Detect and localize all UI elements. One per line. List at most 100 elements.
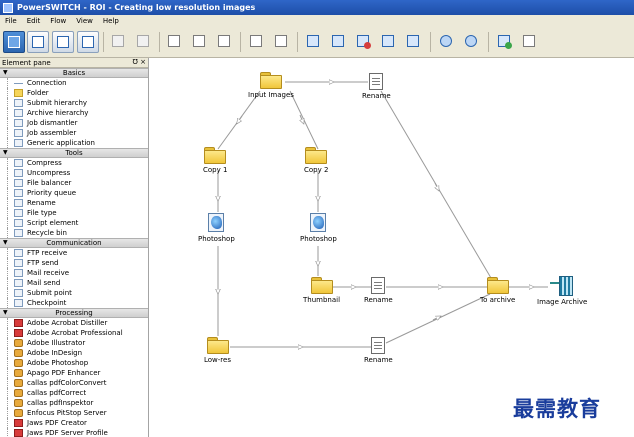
chart-view-button[interactable] [52, 31, 74, 53]
element-item-mail-send[interactable]: Mail send [0, 278, 148, 288]
flow-canvas[interactable]: Input Images Rename Copy 1 Copy 2 Photos… [150, 58, 634, 437]
menu-flow[interactable]: Flow [50, 17, 67, 25]
element-item-compress[interactable]: Compress [0, 158, 148, 168]
group-header-communication[interactable]: ▼Communication [0, 238, 148, 248]
flow-node-input-images[interactable]: Input Images [248, 72, 294, 99]
flow-view-button[interactable] [3, 31, 25, 53]
element-item-enfocus-pitstop-server[interactable]: Enfocus PitStop Server [0, 408, 148, 418]
copy-button[interactable] [164, 31, 186, 53]
element-item-generic-application[interactable]: Generic application [0, 138, 148, 148]
move-up-button[interactable] [436, 31, 458, 53]
import-flow-icon [382, 35, 394, 47]
ftp-receive-icon [14, 249, 23, 257]
list-view-button[interactable] [27, 31, 49, 53]
pane-controls[interactable]: Ʊ × [132, 58, 146, 66]
connection-line[interactable] [289, 90, 319, 150]
remove-flow-button[interactable] [353, 31, 375, 53]
element-item-label: Job dismantler [27, 119, 78, 127]
connection-arrow [432, 317, 439, 320]
collapse-arrow-icon[interactable]: ▼ [3, 69, 8, 76]
element-item-file-type[interactable]: File type [0, 208, 148, 218]
element-item-mail-receive[interactable]: Mail receive [0, 268, 148, 278]
move-down-button[interactable] [461, 31, 483, 53]
menu-file[interactable]: File [5, 17, 17, 25]
element-item-callas-pdfinspektor[interactable]: callas pdfInspektor [0, 398, 148, 408]
element-item-label: Archive hierarchy [27, 109, 89, 117]
flow-node-copy-1[interactable]: Copy 1 [203, 147, 227, 174]
jaws-profile-icon [14, 429, 23, 437]
new-flow-button[interactable] [303, 31, 325, 53]
element-item-submit-point[interactable]: Submit point [0, 288, 148, 298]
group-header-processing[interactable]: ▼Processing [0, 308, 148, 318]
element-item-checkpoint[interactable]: Checkpoint [0, 298, 148, 308]
photoshop-icon [14, 359, 23, 367]
folder-icon [486, 277, 509, 294]
element-item-label: Folder [27, 89, 49, 97]
menu-help[interactable]: Help [102, 17, 119, 25]
redo-button[interactable] [133, 31, 155, 53]
flow-node-thumbnail[interactable]: Thumbnail [303, 277, 340, 304]
element-item-adobe-acrobat-professional[interactable]: Adobe Acrobat Professional [0, 328, 148, 338]
activate-flow-button[interactable] [494, 31, 516, 53]
users-view-button[interactable] [77, 31, 99, 53]
element-item-priority-queue[interactable]: Priority queue [0, 188, 148, 198]
element-item-adobe-indesign[interactable]: Adobe InDesign [0, 348, 148, 358]
export-button[interactable] [271, 31, 293, 53]
element-item-rename[interactable]: Rename [0, 198, 148, 208]
node-label: Input Images [248, 91, 294, 99]
element-item-file-balancer[interactable]: File balancer [0, 178, 148, 188]
element-item-apago-pdf-enhancer[interactable]: Apago PDF Enhancer [0, 368, 148, 378]
flow-node-rename-2[interactable]: Rename [364, 277, 393, 304]
stop-flow-button[interactable] [519, 31, 541, 53]
delete-button[interactable] [214, 31, 236, 53]
element-item-ftp-send[interactable]: FTP send [0, 258, 148, 268]
collapse-arrow-icon[interactable]: ▼ [3, 239, 8, 246]
flow-node-to-archive[interactable]: To archive [480, 277, 515, 304]
element-item-uncompress[interactable]: Uncompress [0, 168, 148, 178]
callas-colorconvert-icon [14, 379, 23, 387]
export-flow-button[interactable] [403, 31, 425, 53]
flow-node-image-archive[interactable]: Image Archive [537, 276, 587, 306]
element-item-ftp-receive[interactable]: FTP receive [0, 248, 148, 258]
node-label: Copy 1 [203, 166, 228, 174]
group-header-tools[interactable]: ▼Tools [0, 148, 148, 158]
element-item-job-assembler[interactable]: Job assembler [0, 128, 148, 138]
element-item-callas-pdfcolorconvert[interactable]: callas pdfColorConvert [0, 378, 148, 388]
group-header-basics[interactable]: ▼Basics [0, 68, 148, 78]
paste-button[interactable] [189, 31, 211, 53]
element-item-callas-pdfcorrect[interactable]: callas pdfCorrect [0, 388, 148, 398]
element-item-label: Apago PDF Enhancer [27, 369, 101, 377]
duplicate-flow-button[interactable] [328, 31, 350, 53]
element-item-job-dismantler[interactable]: Job dismantler [0, 118, 148, 128]
rename-icon [371, 337, 386, 354]
stop-flow-icon [523, 35, 535, 47]
element-item-jaws-pdf-server-profile[interactable]: Jaws PDF Server Profile [0, 428, 148, 437]
collapse-arrow-icon[interactable]: ▼ [3, 149, 8, 156]
collapse-arrow-icon[interactable]: ▼ [3, 309, 8, 316]
element-item-adobe-photoshop[interactable]: Adobe Photoshop [0, 358, 148, 368]
element-item-adobe-illustrator[interactable]: Adobe Illustrator [0, 338, 148, 348]
element-item-script-element[interactable]: Script element [0, 218, 148, 228]
flow-node-photoshop-2[interactable]: Photoshop [300, 213, 337, 243]
import-button[interactable] [246, 31, 268, 53]
flow-node-photoshop-1[interactable]: Photoshop [198, 213, 235, 243]
element-item-folder[interactable]: Folder [0, 88, 148, 98]
import-flow-button[interactable] [378, 31, 400, 53]
element-item-archive-hierarchy[interactable]: Archive hierarchy [0, 108, 148, 118]
element-item-recycle-bin[interactable]: Recycle bin [0, 228, 148, 238]
undo-button[interactable] [108, 31, 130, 53]
flow-node-rename-1[interactable]: Rename [362, 73, 391, 100]
element-item-jaws-pdf-creator[interactable]: Jaws PDF Creator [0, 418, 148, 428]
photoshop-icon [309, 213, 327, 233]
connection-line[interactable] [385, 293, 491, 344]
element-item-submit-hierarchy[interactable]: Submit hierarchy [0, 98, 148, 108]
element-item-adobe-acrobat-distiller[interactable]: Adobe Acrobat Distiller [0, 318, 148, 328]
menu-view[interactable]: View [76, 17, 93, 25]
flow-node-rename-3[interactable]: Rename [364, 337, 393, 364]
photoshop-icon [207, 213, 225, 233]
menu-edit[interactable]: Edit [26, 17, 41, 25]
flow-node-copy-2[interactable]: Copy 2 [304, 147, 328, 174]
flow-node-low-res[interactable]: Low-res [204, 337, 231, 364]
element-item-connection[interactable]: Connection [0, 78, 148, 88]
